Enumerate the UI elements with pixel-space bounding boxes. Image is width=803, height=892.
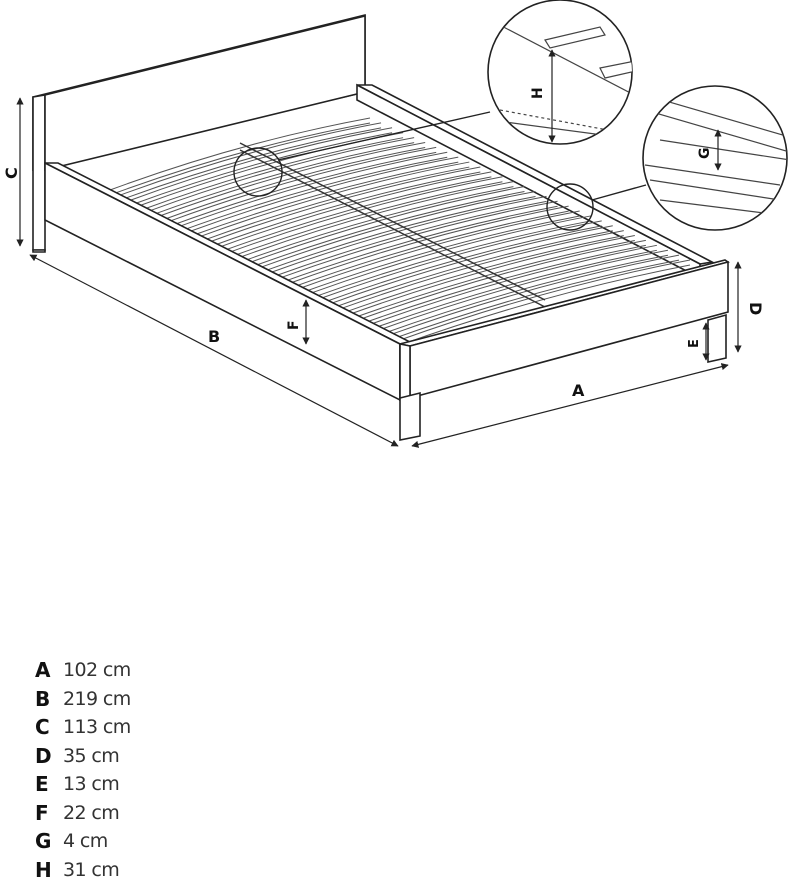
dimension-value: 4 cm (63, 830, 108, 853)
slat (139, 132, 404, 206)
slat (229, 181, 503, 258)
dimension-value: 102 cm (63, 659, 131, 682)
label-c: C (2, 167, 21, 179)
dimensions-legend: A 102 cm B 219 cm C 113 cm D 35 cm E 13 cm F 22 cm G… (35, 656, 131, 884)
dimension-row: E 13 cm (35, 770, 131, 799)
detail-h-inset: H (487, 0, 633, 145)
dimension-key: G (35, 829, 52, 854)
label-g: G (697, 148, 713, 160)
dimension-value: 31 cm (63, 858, 120, 881)
slat (389, 254, 680, 336)
slat (169, 151, 437, 227)
slat (369, 244, 657, 325)
dimension-row: F 22 cm (35, 799, 131, 828)
slat (179, 151, 448, 227)
label-h: H (530, 87, 546, 99)
slat (169, 146, 437, 222)
near-side-rail (44, 161, 413, 402)
slat (159, 146, 426, 222)
dimension-value: 219 cm (63, 687, 131, 710)
dimension-row: G 4 cm (35, 827, 131, 856)
bed-dimension-drawing: H G C B A D F E (2, 0, 788, 448)
dimension-row: H 31 cm (35, 856, 131, 885)
slat (109, 117, 371, 191)
slat (109, 122, 371, 196)
dimension-value: 13 cm (63, 773, 120, 796)
dimension-row: C 113 cm (35, 713, 131, 742)
dimension-key: A (35, 658, 51, 683)
dimension-lines (16, 97, 742, 448)
slat (399, 259, 691, 341)
dimension-key: B (35, 686, 51, 711)
dimension-row: D 35 cm (35, 742, 131, 771)
slat (129, 127, 393, 201)
dimension-value: 35 cm (63, 744, 120, 767)
slat (219, 171, 492, 248)
dimension-row: A 102 cm (35, 656, 131, 685)
slat (199, 161, 470, 238)
slat (239, 186, 514, 263)
slat (139, 137, 404, 211)
dimension-key: C (35, 715, 50, 740)
detail-markers (233, 111, 647, 231)
dimension-value: 22 cm (63, 801, 120, 824)
slat (129, 132, 393, 206)
dimension-value: 113 cm (63, 716, 131, 739)
headboard (32, 13, 366, 251)
slat (399, 264, 691, 346)
dimension-key: F (35, 800, 49, 825)
label-b: B (208, 327, 220, 346)
center-support (239, 142, 546, 308)
dimension-key: E (35, 772, 49, 797)
dimension-row: B 219 cm (35, 685, 131, 714)
slat (159, 141, 426, 217)
slat (209, 166, 481, 243)
slat (119, 127, 382, 201)
dimension-key: H (35, 857, 52, 882)
slat (379, 249, 669, 331)
slat (119, 122, 382, 196)
slat (189, 156, 459, 232)
dimension-key: D (35, 743, 52, 768)
label-f: F (286, 320, 302, 330)
label-a: A (572, 381, 585, 400)
label-e: E (687, 339, 702, 348)
label-d: D (746, 302, 765, 315)
detail-g-inset: G (642, 85, 788, 231)
slat (219, 176, 492, 253)
